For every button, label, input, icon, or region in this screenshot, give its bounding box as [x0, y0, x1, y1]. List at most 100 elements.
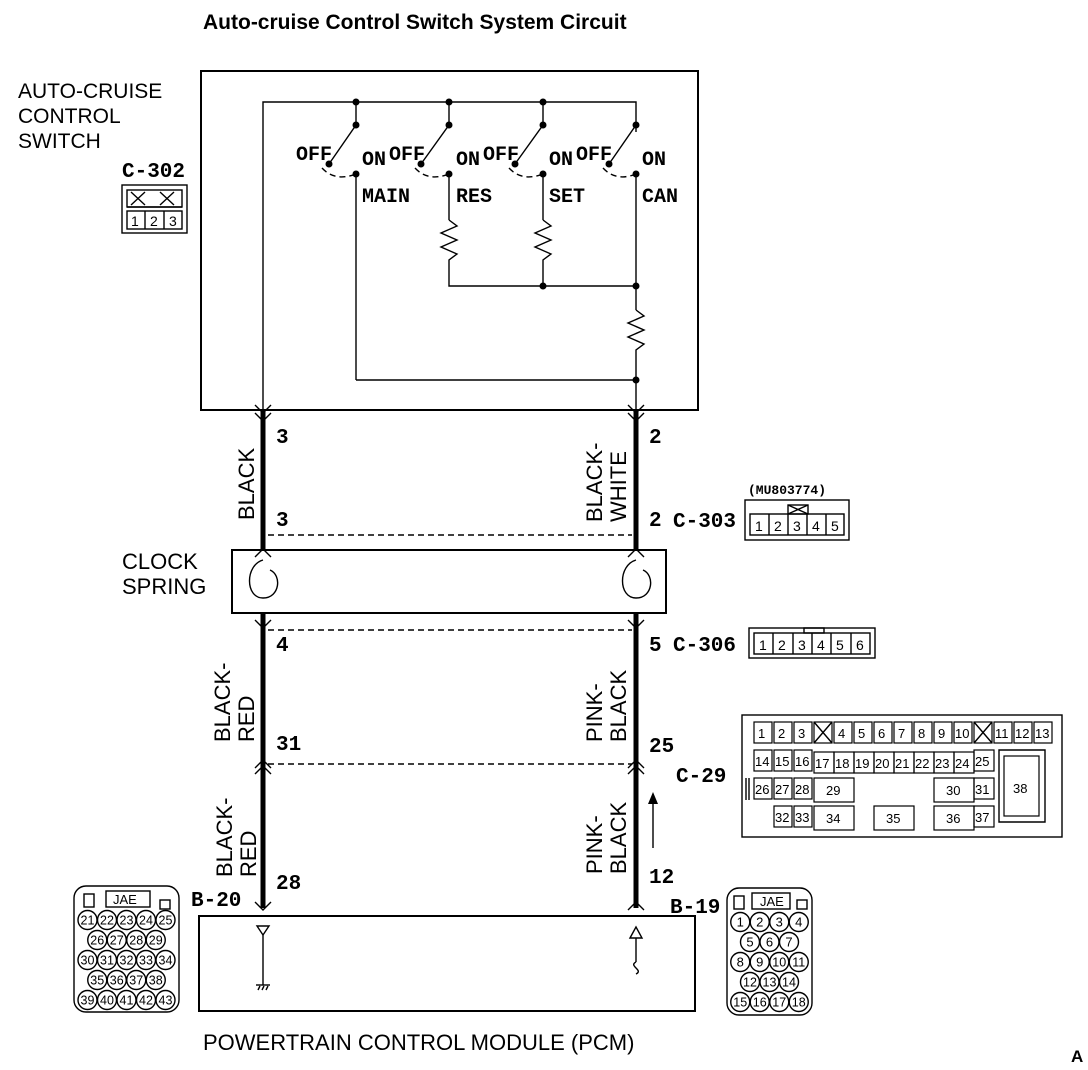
pin-number: 21	[81, 914, 95, 928]
svg-text:5: 5	[831, 518, 839, 534]
res-off-label: OFF	[389, 144, 425, 167]
svg-text:26: 26	[755, 782, 769, 797]
svg-text:1: 1	[755, 518, 763, 534]
svg-text:23: 23	[935, 756, 949, 771]
svg-text:24: 24	[955, 756, 969, 771]
pin-socket	[788, 951, 809, 973]
connector-c302-icon: 1 2 3	[121, 184, 188, 234]
svg-text:27: 27	[775, 782, 789, 797]
pin-number: 14	[782, 976, 796, 990]
pin-number: 32	[120, 954, 134, 968]
res-label: RES	[456, 186, 492, 209]
pin-socket	[155, 989, 176, 1011]
svg-text:32: 32	[775, 810, 789, 825]
svg-text:36: 36	[946, 811, 960, 826]
wire-black-red-label-1: BLACK- RED	[210, 656, 259, 742]
pin-number: 15	[733, 996, 747, 1010]
svg-text:9: 9	[938, 726, 945, 741]
can-label: CAN	[642, 186, 678, 209]
pin-number: 30	[81, 954, 95, 968]
switch-internal-wiring	[262, 101, 646, 410]
connector-c29-label: C-29	[676, 766, 726, 789]
svg-text:2: 2	[778, 726, 785, 741]
pin-number: 34	[159, 954, 173, 968]
svg-text:2: 2	[778, 637, 786, 653]
pin-socket	[778, 931, 800, 953]
pin-number: 25	[159, 914, 173, 928]
svg-text:2: 2	[774, 518, 782, 534]
diagram-title: Auto-cruise Control Switch System Circui…	[203, 11, 627, 34]
svg-text:29: 29	[826, 783, 840, 798]
svg-text:15: 15	[775, 754, 789, 769]
connector-b20-label: B-20	[191, 890, 241, 913]
svg-text:6: 6	[856, 637, 864, 653]
svg-text:21: 21	[895, 756, 909, 771]
svg-text:11: 11	[995, 726, 1009, 741]
svg-text:31: 31	[276, 734, 301, 757]
pin-number: 35	[90, 974, 104, 988]
svg-text:5: 5	[858, 726, 865, 741]
svg-text:16: 16	[795, 754, 809, 769]
junction-dots	[325, 98, 640, 384]
pin-number: 9	[756, 955, 763, 970]
svg-text:2: 2	[150, 213, 158, 229]
pin-number: 23	[120, 914, 134, 928]
svg-text:3: 3	[276, 427, 289, 450]
svg-text:35: 35	[886, 811, 900, 826]
svg-text:3: 3	[169, 213, 177, 229]
svg-text:10: 10	[955, 726, 969, 741]
svg-text:18: 18	[835, 756, 849, 771]
pin-numbers: 3 2 3 2 4 5 31 25 28 12	[276, 427, 674, 896]
svg-text:2: 2	[649, 510, 662, 533]
pin-number: 3	[776, 915, 783, 930]
svg-text:34: 34	[826, 811, 840, 826]
pin-socket	[145, 929, 166, 951]
svg-text:17: 17	[815, 756, 829, 771]
pin-number: 2	[756, 915, 763, 930]
svg-text:3: 3	[798, 637, 806, 653]
svg-text:13: 13	[1035, 726, 1049, 741]
svg-text:12: 12	[1015, 726, 1029, 741]
main-off-label: OFF	[296, 144, 332, 167]
main-label: MAIN	[362, 186, 410, 209]
set-off-label: OFF	[483, 144, 519, 167]
connector-c303-part: (MU803774)	[748, 483, 826, 498]
svg-text:4: 4	[276, 635, 289, 658]
wire-pink-black-label-2: PINK- BLACK	[582, 802, 631, 874]
pin-number: 7	[785, 935, 792, 950]
svg-text:28: 28	[276, 873, 301, 896]
svg-text:20: 20	[875, 756, 889, 771]
pin-socket	[155, 949, 176, 971]
input-signal-icon	[628, 925, 644, 975]
pin-number: 39	[81, 994, 95, 1008]
clock-spring-box	[231, 549, 667, 614]
pin-number: 36	[110, 974, 124, 988]
pin-number: 12	[743, 976, 757, 990]
pin-number: 16	[753, 996, 767, 1010]
pin-number: 43	[159, 994, 173, 1008]
pin-socket	[155, 909, 176, 931]
pin-number: 8	[737, 955, 744, 970]
wire-black-white-label: BLACK- WHITE	[582, 436, 631, 522]
svg-text:25: 25	[649, 736, 674, 759]
pin-number: 28	[129, 934, 143, 948]
connector-c303-label: C-303	[673, 511, 736, 534]
pin-number: 4	[795, 915, 802, 930]
svg-text:3: 3	[276, 510, 289, 533]
connector-c29-icon: 1 2 3 4 5 6 7 8 9 10 11 12 13 14 15 16 1…	[741, 714, 1063, 838]
pin-number: 26	[90, 934, 104, 948]
pin-socket	[778, 971, 800, 993]
pcm-label: POWERTRAIN CONTROL MODULE (PCM)	[203, 1030, 634, 1055]
svg-text:2: 2	[649, 427, 662, 450]
svg-text:5: 5	[836, 637, 844, 653]
pin-number: 24	[139, 914, 153, 928]
clock-spring-label: CLOCK SPRING	[122, 549, 206, 599]
wire-color-labels: BLACK BLACK- WHITE BLACK- RED PINK- BLAC…	[210, 436, 631, 877]
pin-number: 22	[100, 914, 114, 928]
pin-number: 31	[100, 954, 114, 968]
svg-text:5: 5	[649, 635, 662, 658]
set-on-label: ON	[549, 149, 573, 172]
pin-number: 13	[763, 976, 777, 990]
